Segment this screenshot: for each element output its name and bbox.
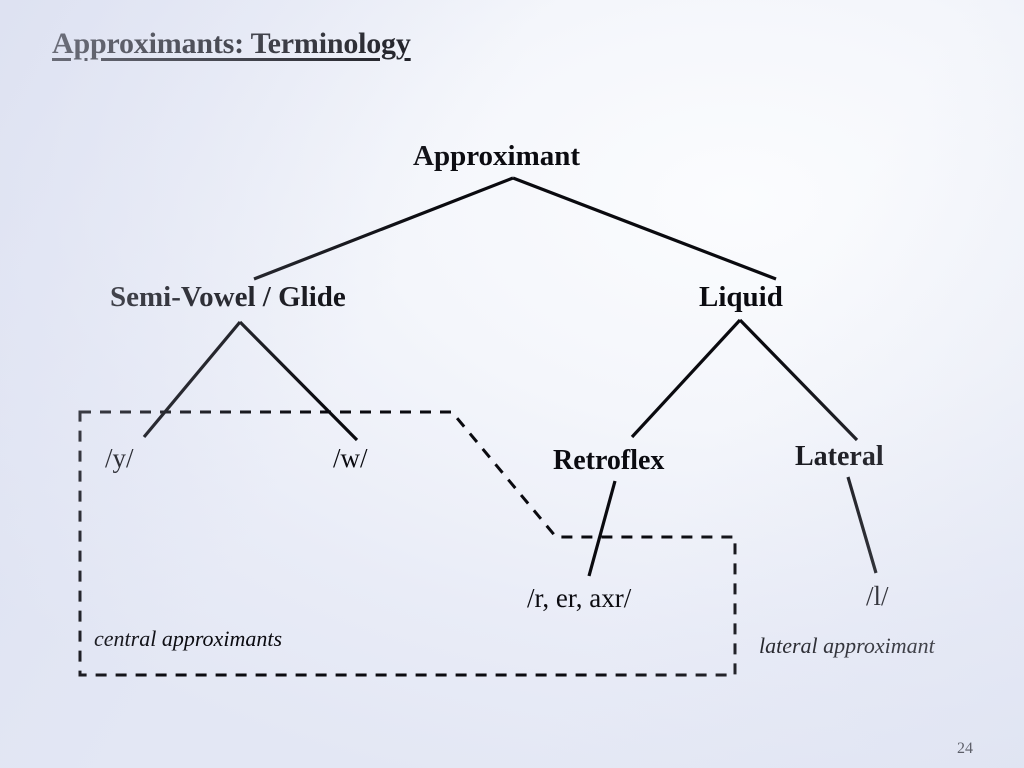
central-approximants-group-outline [78,410,737,677]
edge-approximant-semivowel [253,176,514,281]
tree-node-lateral: Lateral [795,441,884,472]
edge-approximant-liquid [512,176,777,281]
tree-node-semi-vowel-glide: Semi-Vowel / Glide [110,281,346,313]
slide-page-number: 24 [957,740,973,757]
tree-node-approximant: Approximant [413,140,581,172]
tree-node-retroflex: Retroflex [553,445,665,476]
central-approximants-caption: central approximants [94,626,282,651]
edge-semivowel-y [142,320,242,439]
tree-node-y: /y/ [105,443,134,473]
tree-node-l: /l/ [866,581,889,611]
tree-node-r-er-axr: /r, er, axr/ [527,583,632,613]
edge-liquid-retroflex [630,318,742,439]
edge-retroflex-r [587,480,617,577]
tree-node-liquid: Liquid [699,281,783,313]
page-title: Approximants: Terminology [52,27,411,60]
edge-lateral-l [846,476,878,574]
edge-semivowel-w [238,320,359,442]
tree-node-w: /w/ [333,443,368,473]
edge-liquid-lateral [738,318,859,442]
lateral-approximant-caption: lateral approximant [759,633,935,658]
